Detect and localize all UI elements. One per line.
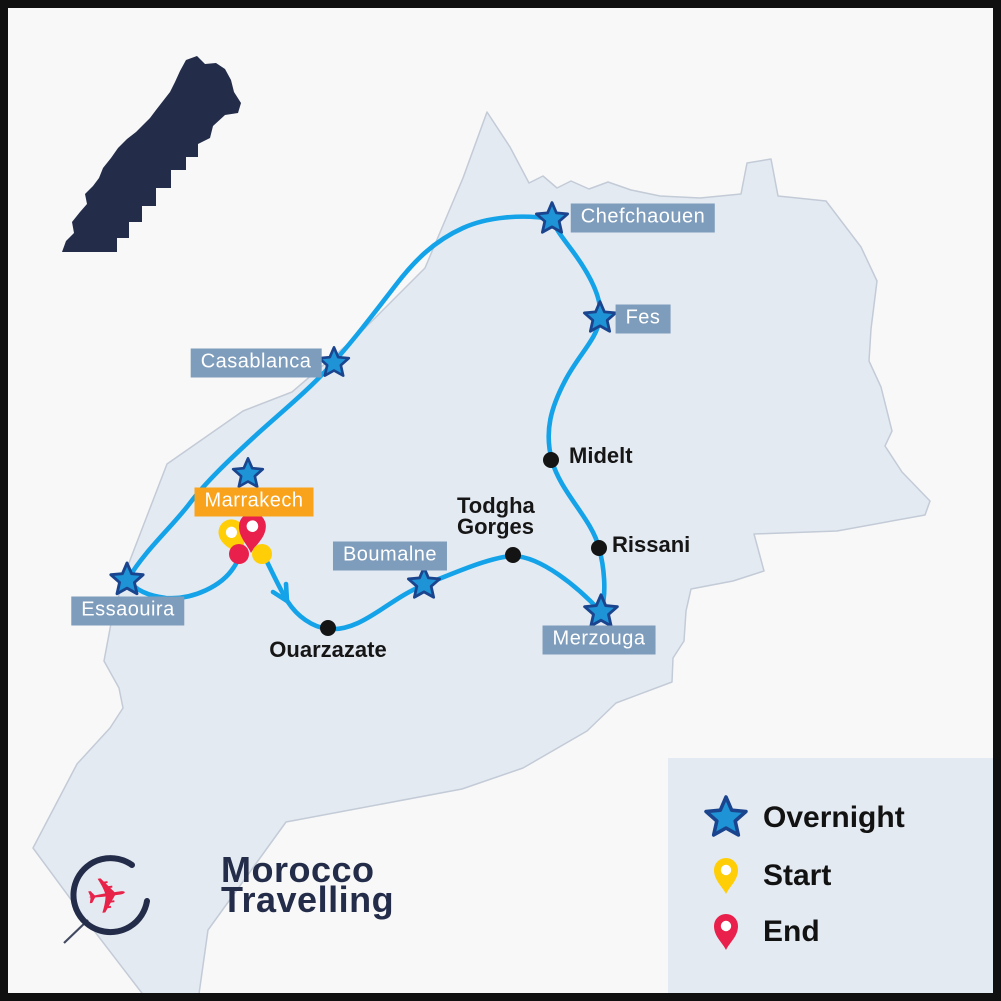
- brand-name-line1: Morocco: [221, 849, 375, 890]
- midelt-dot: [543, 452, 559, 468]
- route-end-dot: [229, 544, 249, 564]
- legend-item-end: End: [697, 906, 820, 958]
- plane-icon: ✈: [82, 864, 132, 927]
- legend-label-overnight: Overnight: [763, 801, 905, 834]
- waypoint-dots: [320, 452, 607, 636]
- city-label-rissani: Rissani: [612, 532, 691, 557]
- legend-label-end: End: [763, 915, 820, 948]
- legend-item-overnight: Overnight: [697, 792, 905, 844]
- city-label-midelt: Midelt: [569, 443, 633, 468]
- route-start-dot: [252, 544, 272, 564]
- todgha-line1: Todgha: [457, 493, 535, 518]
- city-label-fes: Fes: [615, 304, 671, 334]
- rissani-dot: [591, 540, 607, 556]
- city-label-todgha-gorges: Todgha Gorges: [457, 493, 535, 539]
- brand-logo-text: Morocco Travelling: [221, 849, 395, 920]
- todgha-gorges-dot: [505, 547, 521, 563]
- brand-name-line2: Travelling: [221, 879, 395, 920]
- end-pin-icon: [697, 911, 755, 953]
- todgha-line2: Gorges: [457, 513, 535, 539]
- morocco-landmass: [32, 111, 931, 1001]
- legend-label-start: Start: [763, 859, 832, 892]
- overnight-star-icon: [697, 792, 755, 844]
- city-label-merzouga: Merzouga: [542, 625, 656, 655]
- logo-swoosh-circle: [70, 855, 150, 936]
- morocco-minimap-silhouette: [62, 56, 241, 252]
- logo-mark: ✈: [63, 855, 150, 944]
- ouarzazate-dot: [320, 620, 336, 636]
- city-label-essaouira: Essaouira: [71, 596, 185, 626]
- city-label-ouarzazate: Ouarzazate: [269, 637, 387, 662]
- city-label-casablanca: Casablanca: [190, 348, 322, 378]
- city-label-marrakech: Marrakech: [194, 487, 314, 517]
- start-pin-icon: [697, 855, 755, 897]
- legend-item-start: Start: [697, 850, 831, 902]
- city-label-chefchaouen: Chefchaouen: [570, 203, 716, 233]
- marrakech-start-end-markers: [214, 512, 272, 564]
- route-direction-arrow: [270, 581, 290, 604]
- city-label-boumalne: Boumalne: [332, 541, 448, 571]
- route-leg-return: [125, 214, 555, 601]
